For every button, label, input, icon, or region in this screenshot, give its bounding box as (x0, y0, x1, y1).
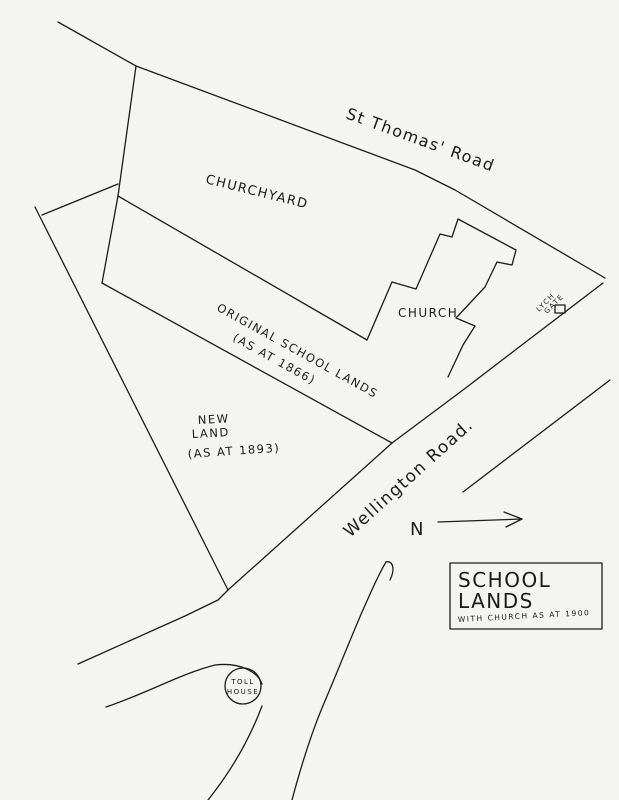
church-building (366, 218, 517, 378)
north-label: N (410, 519, 425, 540)
lower-road-east-edge (385, 561, 394, 581)
title-line2: LANDS (458, 589, 534, 613)
original-lands-label-line1: ORIGINAL SCHOOL LANDS (215, 300, 381, 401)
title-frame (449, 562, 603, 630)
new-land-boundary (34, 206, 229, 591)
toll-road-lower-edge (207, 705, 263, 800)
new-land-label-line2: LAND (191, 425, 230, 441)
lower-road-west-edge (291, 561, 387, 800)
toll-house-circle (224, 667, 262, 705)
lych-gate-square (554, 304, 566, 314)
st-thomas-road-line (57, 21, 606, 279)
wellington-road-label: Wellington Road. (340, 415, 478, 542)
wellington-road-lower-edge (462, 379, 611, 493)
churchyard-short-boundary (41, 183, 119, 216)
st-thomas-road-label: St Thomas' Road (344, 104, 498, 176)
title-line1: SCHOOL (458, 568, 551, 592)
toll-house-label-line2: HOUSE (227, 688, 259, 696)
toll-road-upper-edge (105, 663, 263, 708)
original-lands-boundary (101, 282, 393, 444)
church-label: CHURCH (398, 306, 458, 320)
churchyard-west-boundary (101, 65, 137, 284)
churchyard-label: CHURCHYARD (204, 172, 310, 212)
church-site-boundary (391, 282, 604, 444)
new-land-label-line3: (AS AT 1893) (187, 441, 280, 461)
new-land-label-line1: NEW (197, 411, 229, 427)
toll-house-label-line1: TOLL (230, 678, 255, 686)
north-arrow (437, 511, 523, 528)
churchyard-divider (117, 195, 368, 341)
wellington-road-upper-edge (77, 442, 393, 665)
